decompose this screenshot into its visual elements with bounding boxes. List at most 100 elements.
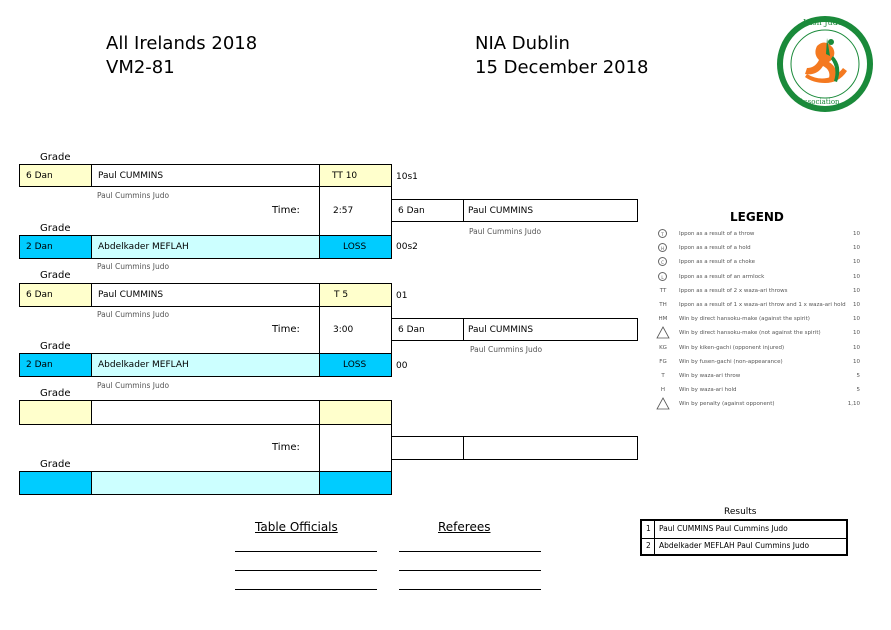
legend-text: Ippon as a result of 1 x waza-ari throw … [679, 302, 846, 308]
blue-grade-cell [19, 471, 92, 495]
bout-time: 2:57 [333, 206, 354, 216]
blue-club: Paul Cummins Judo [97, 381, 170, 390]
table-official-signature-line [235, 570, 377, 571]
blue-score: 00 [396, 361, 408, 371]
winner-club: Paul Cummins Judo [470, 345, 543, 354]
legend-points: 10 [853, 302, 860, 308]
legend-points: 10 [853, 231, 860, 237]
blue-score: 00s2 [396, 242, 418, 252]
table-officials-heading: Table Officials [255, 520, 338, 534]
legend-symbol: HM [658, 316, 668, 323]
results-name: Paul CUMMINS Paul Cummins Judo [659, 524, 788, 533]
bout-time: 3:00 [333, 325, 354, 335]
white-grade-cell: 6 Dan [19, 283, 92, 307]
legend-symbol: C [658, 257, 667, 267]
legend-item: Win by penalty (against opponent) 1,10 [656, 397, 860, 411]
legend-points: 10 [853, 358, 860, 365]
triangle-icon [656, 397, 670, 410]
blue-result-cell: LOSS [319, 353, 392, 377]
white-score: 10s1 [396, 172, 418, 182]
event-venue: NIA Dublin [475, 33, 570, 54]
winner-name-cell [463, 436, 638, 460]
winner-grade-cell: 6 Dan [391, 199, 464, 222]
legend-symbol: TH [659, 302, 667, 308]
results-row: 2 Abdelkader MEFLAH Paul Cummins Judo [642, 538, 846, 554]
legend-item: Win by direct hansoku-make (not against … [656, 326, 860, 340]
grade-label: Grade [40, 388, 71, 399]
winner-club: Paul Cummins Judo [469, 227, 542, 236]
blue-club: Paul Cummins Judo [97, 262, 170, 271]
winner-name-cell: Paul CUMMINS [463, 199, 638, 222]
logo-top-text: Irish Judo [803, 18, 843, 27]
legend-points: 10 [853, 316, 860, 323]
legend-text: Win by fusen-gachi (non-appearance) [679, 358, 783, 365]
grade-label: Grade [40, 152, 71, 163]
blue-name-cell [91, 471, 320, 495]
legend-symbol: T [658, 229, 667, 238]
logo-bottom-text: Association [799, 98, 840, 106]
event-date: 15 December 2018 [475, 57, 649, 78]
results-row: 1 Paul CUMMINS Paul Cummins Judo [642, 521, 846, 539]
white-result-cell: T 5 [319, 283, 392, 307]
legend-points: 10 [853, 273, 860, 280]
white-name-cell [91, 400, 320, 425]
legend-text: Win by waza-ari throw [679, 373, 741, 379]
grade-label: Grade [40, 459, 71, 470]
white-name-cell: Paul CUMMINS [91, 164, 320, 187]
legend-text: Win by waza-ari hold [679, 387, 737, 394]
white-club: Paul Cummins Judo [97, 191, 170, 200]
legend-points: 10 [853, 245, 860, 252]
blue-name-cell: Abdelkader MEFLAH [91, 353, 320, 377]
white-name-cell: Paul CUMMINS [91, 283, 320, 307]
legend-item: H Win by waza-ari hold 5 [656, 385, 860, 397]
legend-symbol: KG [659, 344, 667, 351]
legend-text: Win by direct hansoku-make (against the … [679, 316, 810, 323]
legend-symbol: T [661, 373, 665, 379]
event-title: All Irelands 2018 [106, 33, 258, 54]
legend-text: Ippon as a result of 2 x waza-ari throws [679, 287, 788, 294]
results-title: Results [724, 507, 757, 517]
winner-grade-cell [391, 436, 464, 460]
white-club: Paul Cummins Judo [97, 310, 170, 319]
legend-points: 10 [853, 330, 860, 337]
referee-signature-line [399, 570, 541, 571]
legend-title: LEGEND [730, 210, 784, 224]
winner-grade-cell: 6 Dan [391, 318, 464, 341]
legend-item: L Ippon as a result of an armlock 10 [656, 271, 860, 284]
white-grade-cell [19, 400, 92, 425]
legend-item: T Win by waza-ari throw 5 [656, 371, 860, 383]
white-grade-cell: 6 Dan [19, 164, 92, 187]
legend-points: 5 [856, 373, 861, 379]
white-result-cell [319, 400, 392, 425]
results-rank: 1 [646, 524, 651, 533]
legend-points: 1,10 [847, 401, 860, 408]
legend-item: TH Ippon as a result of 1 x waza-ari thro… [656, 300, 860, 312]
legend-points: 10 [853, 259, 860, 266]
legend-symbol: TT [659, 287, 667, 294]
event-code: VM2-81 [106, 57, 175, 78]
legend-symbol: L [658, 271, 667, 281]
referees-heading: Referees [438, 520, 491, 534]
legend-text: Win by penalty (against opponent) [679, 401, 775, 408]
blue-name-cell: Abdelkader MEFLAH [91, 235, 320, 259]
legend-text: Ippon as a result of an armlock [679, 273, 765, 280]
results-rank: 2 [646, 541, 651, 550]
blue-result-cell [319, 471, 392, 495]
legend-text: Ippon as a result of a hold [679, 245, 751, 252]
white-score: 01 [396, 291, 408, 301]
legend-symbol: H [660, 387, 666, 394]
time-label: Time: [272, 205, 300, 216]
results-table: 1 Paul CUMMINS Paul Cummins Judo 2 Abdel… [640, 519, 848, 556]
table-official-signature-line [235, 551, 377, 552]
winner-name-cell: Paul CUMMINS [463, 318, 638, 341]
legend-points: 10 [853, 287, 860, 294]
grade-label: Grade [40, 270, 71, 281]
referee-signature-line [399, 589, 541, 590]
legend-points: 5 [856, 387, 861, 394]
results-name: Abdelkader MEFLAH Paul Cummins Judo [659, 541, 810, 550]
table-official-signature-line [235, 589, 377, 590]
